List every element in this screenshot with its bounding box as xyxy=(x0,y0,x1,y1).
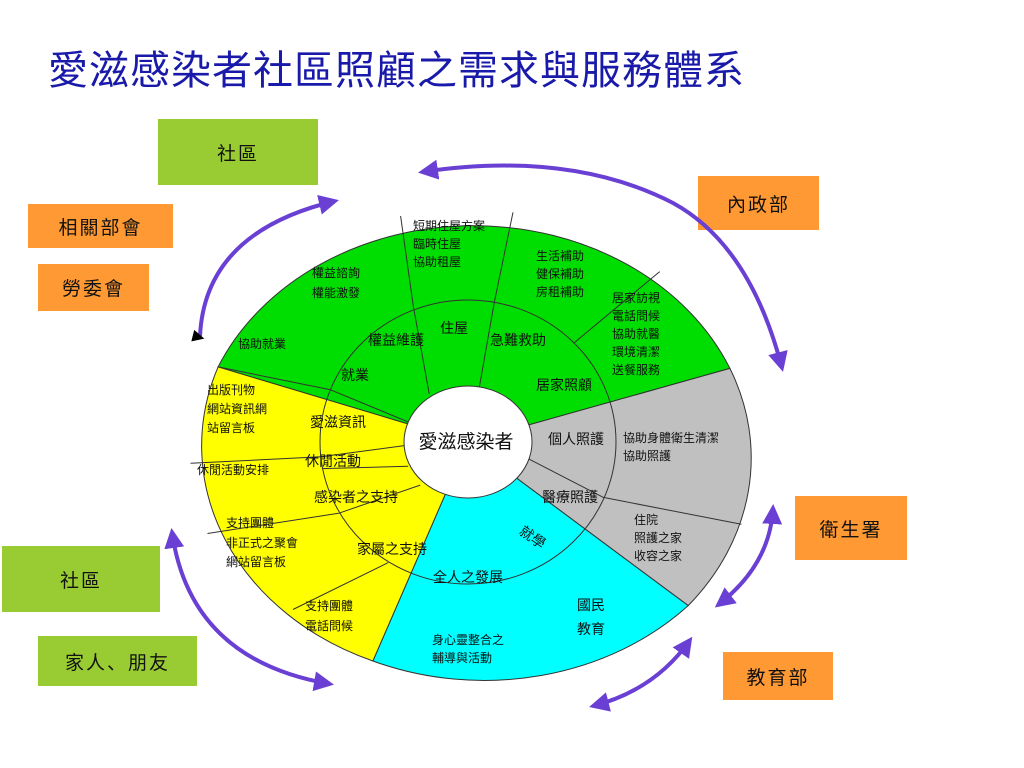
arrow-left-top xyxy=(198,194,339,337)
svg-text:出版刊物: 出版刊物 xyxy=(207,383,255,397)
svg-text:國民: 國民 xyxy=(577,598,605,614)
page-title: 愛滋感染者社區照顧之需求與服務體系 xyxy=(48,48,745,94)
svg-text:生活補助: 生活補助 xyxy=(536,249,584,263)
outer-label-job-assist: 協助就業 xyxy=(238,336,286,351)
center-label: 愛滋感染者 xyxy=(418,431,513,453)
health-dept-box: 衛生署 xyxy=(795,496,907,560)
svg-text:協助身體衛生清潔: 協助身體衛生清潔 xyxy=(623,430,719,445)
svg-text:協助就業: 協助就業 xyxy=(238,336,286,351)
svg-text:教育: 教育 xyxy=(577,622,605,638)
education-ministry-box: 教育部 xyxy=(723,652,833,700)
labor-council-box: 勞委會 xyxy=(38,264,149,311)
arrow-right-bottom xyxy=(589,636,693,712)
inner-label-rights-protection: 權益維護 xyxy=(368,333,424,349)
inner-label-aids-info: 愛滋資訊 xyxy=(310,415,366,431)
svg-text:居家訪視: 居家訪視 xyxy=(612,290,660,305)
community-top-label: 社區 xyxy=(216,142,259,165)
community-bottom-label: 社區 xyxy=(59,569,102,592)
inner-label-personal-care: 個人照護 xyxy=(548,432,604,448)
svg-text:網站資訊網: 網站資訊網 xyxy=(207,401,267,416)
outer-label-home-services: 居家訪視 電話問候 協助就醫 環境清潔 送餐服務 xyxy=(612,290,660,377)
svg-text:協助租屋: 協助租屋 xyxy=(413,254,461,269)
svg-text:身心靈整合之: 身心靈整合之 xyxy=(432,632,504,647)
svg-text:健保補助: 健保補助 xyxy=(536,267,584,281)
cyan-sector xyxy=(372,441,689,681)
outer-label-living-subsidy: 生活補助 健保補助 房租補助 xyxy=(536,249,584,299)
education-ministry-label: 教育部 xyxy=(746,666,810,689)
svg-text:環境清潔: 環境清潔 xyxy=(612,344,660,359)
svg-text:收容之家: 收容之家 xyxy=(634,548,682,563)
svg-text:住院: 住院 xyxy=(634,513,658,527)
inner-label-emergency-aid: 急難救助 xyxy=(490,333,546,349)
inner-label-employment: 就業 xyxy=(341,368,369,384)
svg-text:支持團體: 支持團體 xyxy=(305,598,353,613)
svg-text:站留言板: 站留言板 xyxy=(207,421,255,435)
arrow-left-top-tip xyxy=(191,329,205,342)
center-circle xyxy=(403,385,533,499)
svg-text:協助就醫: 協助就醫 xyxy=(612,326,660,341)
svg-text:房租補助: 房租補助 xyxy=(536,284,584,299)
inner-label-infected-support: 感染者之支持 xyxy=(314,489,398,506)
inner-label-medical-care: 醫療照護 xyxy=(542,489,598,506)
related-ministries-label: 相關部會 xyxy=(58,216,143,239)
inner-label-holistic-development: 全人之發展 xyxy=(433,569,503,586)
health-dept-label: 衛生署 xyxy=(819,518,883,541)
family-friends-label: 家人、朋友 xyxy=(64,651,170,674)
svg-text:輔導與活動: 輔導與活動 xyxy=(432,651,492,665)
outer-label-counseling: 身心靈整合之 輔導與活動 xyxy=(432,632,504,665)
svg-text:權益諮詢: 權益諮詢 xyxy=(312,265,360,280)
inner-label-family-support: 家屬之支持 xyxy=(357,541,427,558)
community-bottom-box: 社區 xyxy=(2,546,160,612)
svg-text:短期住屋方案: 短期住屋方案 xyxy=(413,218,485,233)
svg-text:協助照護: 協助照護 xyxy=(623,448,671,463)
gray-sector xyxy=(466,367,752,607)
outer-label-publications: 出版刊物 網站資訊網 站留言板 xyxy=(207,383,267,435)
svg-text:電話問候: 電話問候 xyxy=(612,308,660,323)
inner-label-housing: 住屋 xyxy=(440,321,468,337)
arrow-right-middle xyxy=(714,504,783,608)
svg-text:照護之家: 照護之家 xyxy=(634,530,682,545)
svg-text:網站留言板: 網站留言板 xyxy=(226,555,286,569)
labor-council-label: 勞委會 xyxy=(61,278,125,300)
inner-label-home-care: 居家照顧 xyxy=(536,377,592,394)
arrow-left-bottom xyxy=(164,528,334,692)
outer-label-national-education: 國民 教育 xyxy=(577,598,605,638)
inner-label-leisure: 休閒活動 xyxy=(305,454,361,470)
svg-text:送餐服務: 送餐服務 xyxy=(612,362,660,377)
svg-text:支持團體: 支持團體 xyxy=(226,515,274,530)
svg-text:權能激發: 權能激發 xyxy=(312,285,360,300)
community-top-box: 社區 xyxy=(158,119,318,185)
svg-text:休閒活動安排: 休閒活動安排 xyxy=(197,462,269,477)
svg-text:電話問候: 電話問候 xyxy=(305,618,353,633)
outer-label-rights-consult: 權益諮詢 權能激發 xyxy=(312,265,360,300)
arrow-top xyxy=(418,159,788,372)
outer-label-residential: 住院 照護之家 收容之家 xyxy=(634,513,682,563)
svg-text:臨時住屋: 臨時住屋 xyxy=(413,237,461,251)
svg-text:非正式之聚會: 非正式之聚會 xyxy=(226,536,298,550)
related-ministries-box: 相關部會 xyxy=(28,204,173,248)
outer-label-leisure-arrange: 休閒活動安排 xyxy=(197,462,269,477)
outer-label-hygiene: 協助身體衛生清潔 協助照護 xyxy=(623,430,719,463)
